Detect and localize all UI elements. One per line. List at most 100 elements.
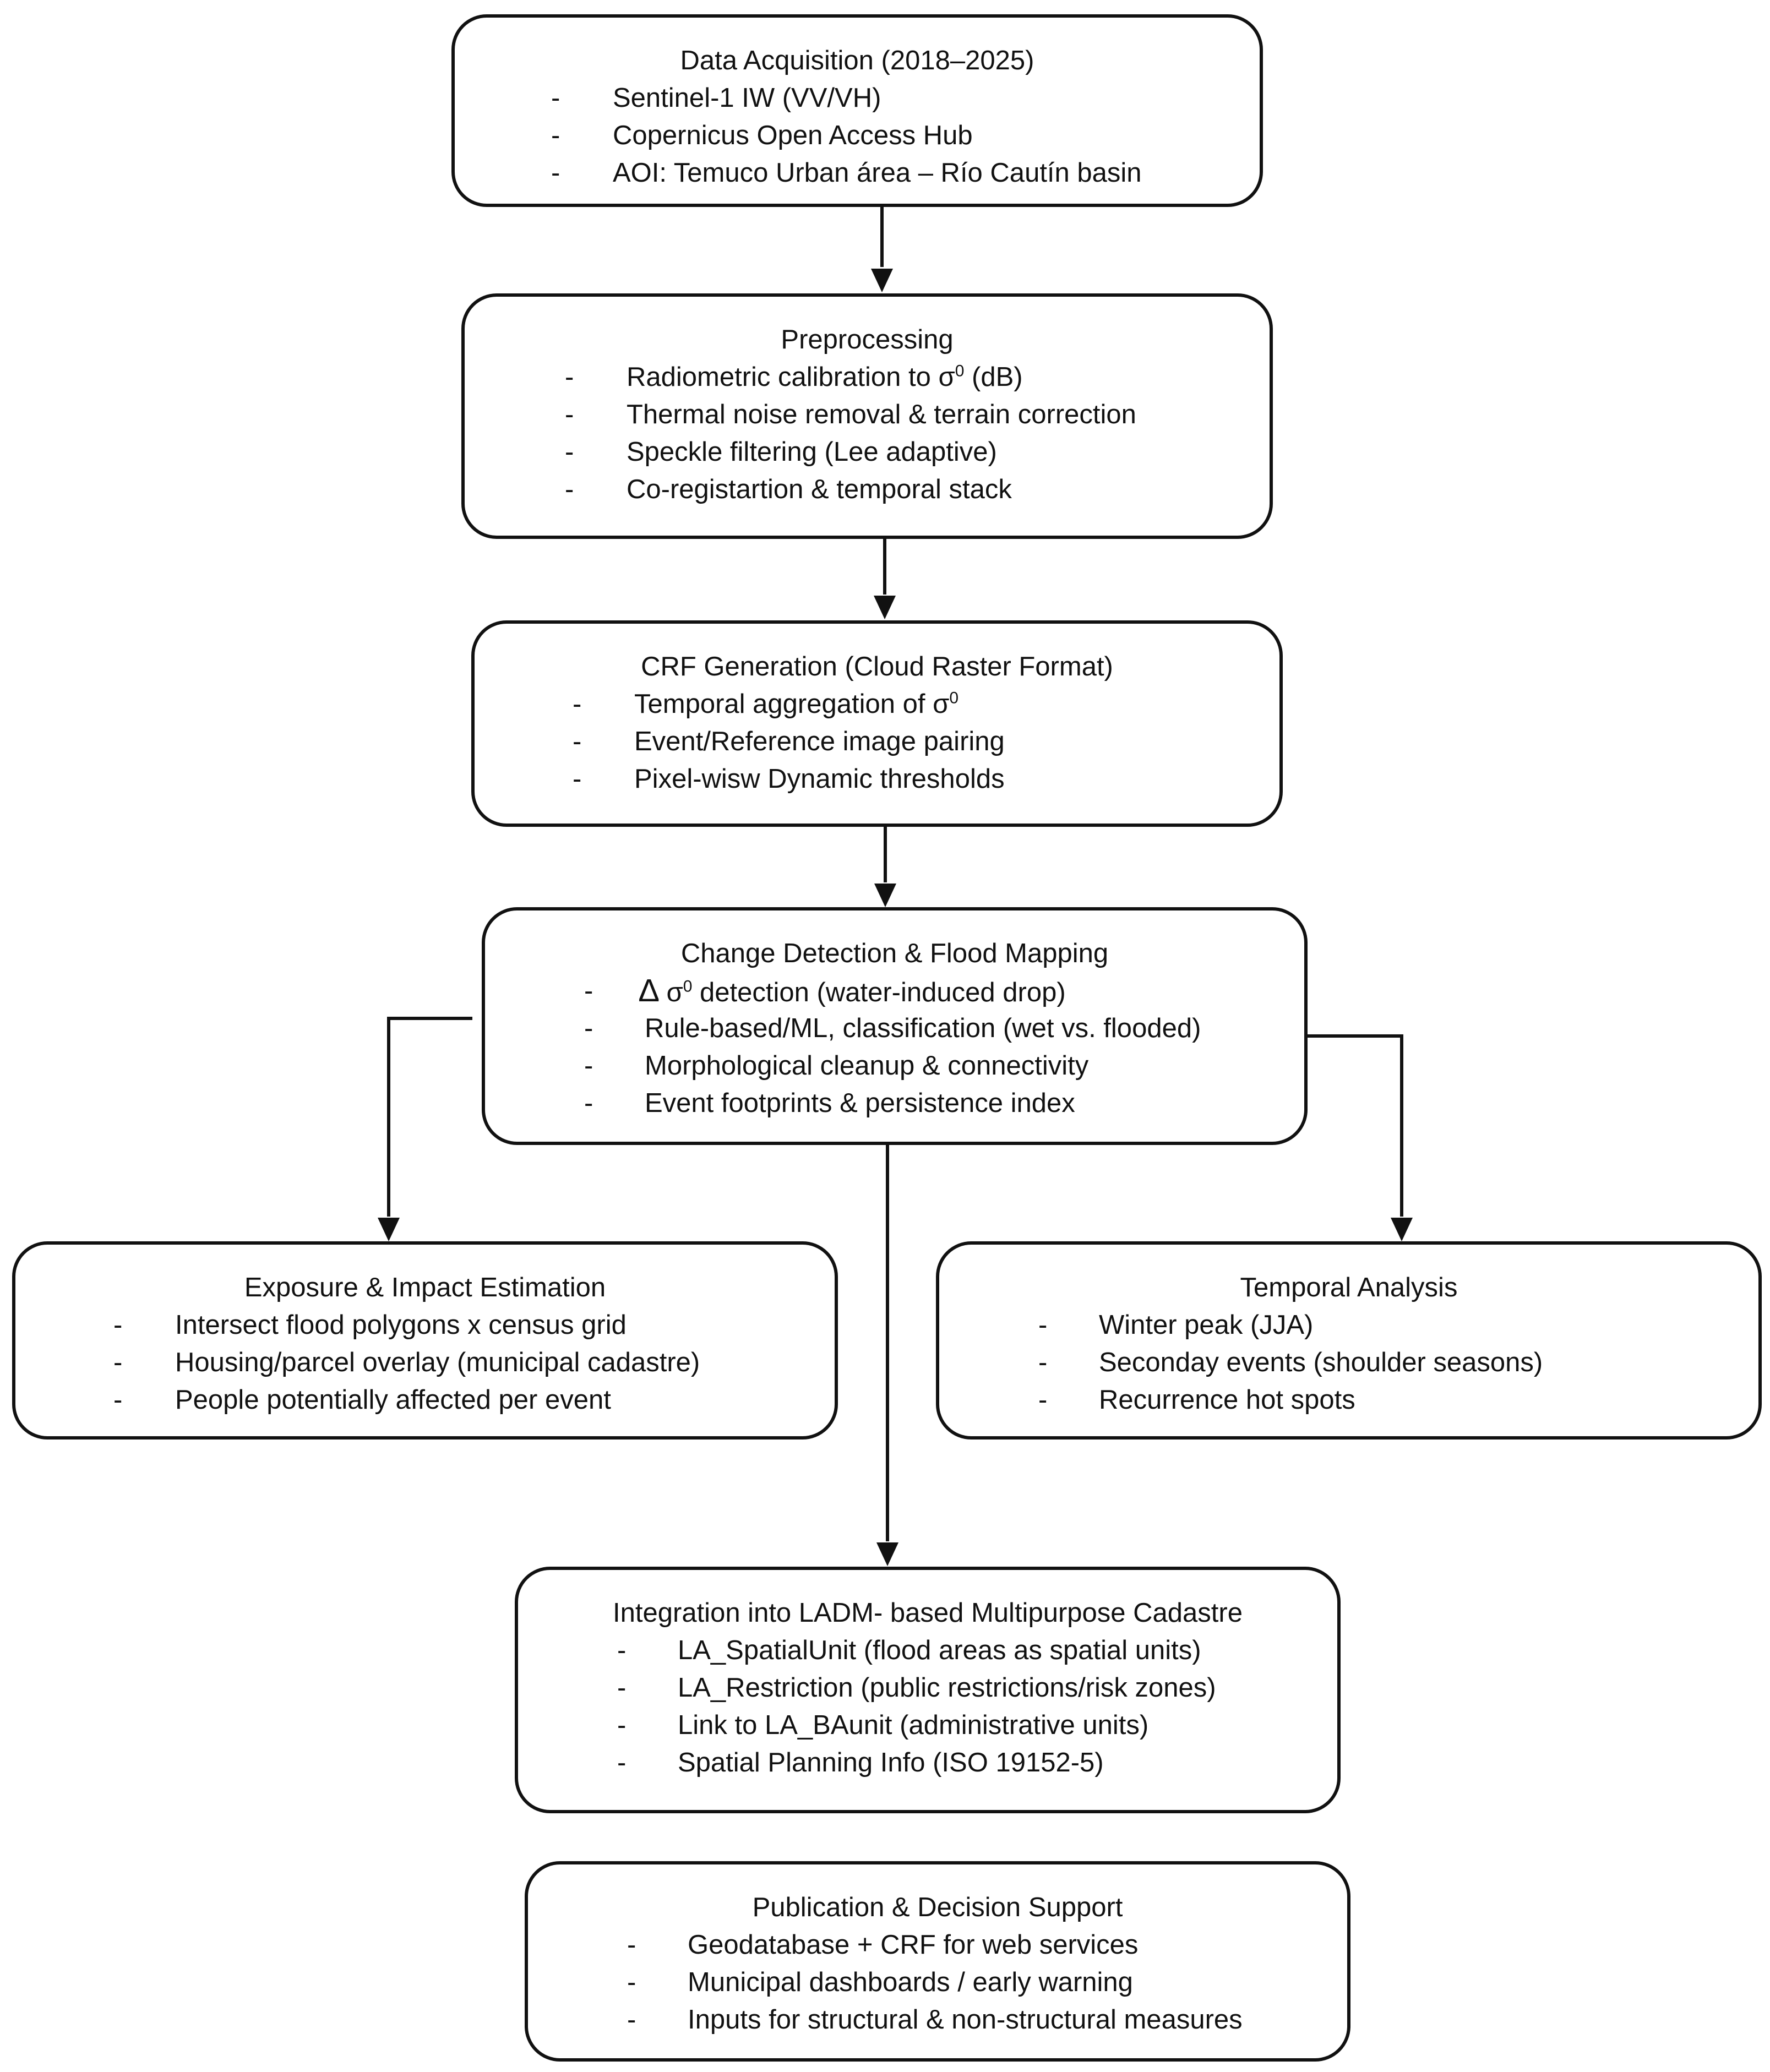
bullet-dash: - [627, 1930, 636, 1960]
list-item: - Co-registartion & temporal stack [465, 471, 1270, 508]
list-item: -Temporal aggregation of σ0 [475, 685, 1279, 723]
bullet-dash: - [573, 727, 582, 756]
arrowhead-acquisition-to-preprocessing [871, 269, 893, 292]
list-item: -Spatial Planning Info (ISO 19152-5) [518, 1744, 1337, 1781]
arrowhead-crf-to-change-detection [874, 884, 896, 907]
list-item-suffix: detection (water-induced drop) [692, 978, 1066, 1007]
list-item-text: Sentinel-1 IW (VV/VH) [613, 83, 881, 113]
temporal-analysis-box: Temporal Analysis - Winter peak (JJA) - Se… [936, 1241, 1762, 1440]
list-item: - Inputs for structural & non-structural … [528, 2001, 1347, 2038]
list-item-text: Housing/parcel overlay (municipal cadast… [175, 1348, 700, 1377]
list-item-text-group: Temporal aggregation of σ0 [634, 685, 958, 723]
publication-decision-list: - Geodatabase + CRF for web services - Mun… [528, 1926, 1347, 2038]
publication-decision-box: Publication & Decision Support - Geodatab… [525, 1861, 1350, 2062]
list-item: - Sentinel-1 IW (VV/VH) [455, 79, 1260, 117]
list-item-text-group: Radiometric calibration to σ0 (dB) [627, 358, 1023, 396]
delta-icon: ∆ [639, 973, 659, 1008]
list-item-suffix: (dB) [964, 362, 1023, 392]
arrowhead-change-detection-to-temporal [1391, 1218, 1413, 1241]
list-item: - LA_SpatialUnit (flood areas as spatial … [518, 1632, 1337, 1669]
list-item-text: Co-registartion & temporal stack [627, 475, 1012, 504]
temporal-analysis-list: - Winter peak (JJA) - Seconday events (sho… [939, 1306, 1758, 1419]
bullet-dash: - [617, 1748, 627, 1777]
bullet-dash: - [1038, 1310, 1048, 1340]
list-item: - Housing/parcel overlay (municipal cadas… [15, 1344, 835, 1381]
list-item-text: Inputs for structural & non-structural m… [688, 2005, 1243, 2035]
arrow-change-detection-to-exposure [387, 1017, 472, 1217]
bullet-dash: - [551, 158, 560, 188]
list-item-text: Morphological cleanup & connectivity [645, 1051, 1089, 1081]
list-item-text: Temporal aggregation of σ [634, 689, 950, 719]
list-item: - Municipal dashboards / early warning [528, 1964, 1347, 2001]
bullet-dash: - [617, 1710, 627, 1740]
list-item: -Rule-based/ML, classification (wet vs. … [485, 1010, 1304, 1047]
list-item: - Winter peak (JJA) [939, 1306, 1758, 1344]
list-item-text: Municipal dashboards / early warning [688, 1967, 1133, 1997]
exposure-impact-box: Exposure & Impact Estimation - Intersect … [12, 1241, 838, 1440]
list-item-text: People potentially affected per event [175, 1385, 611, 1415]
list-item: -Copernicus Open Access Hub [455, 117, 1260, 154]
bullet-dash: - [627, 1967, 636, 1997]
crf-generation-title: CRF Generation (Cloud Raster Format) [641, 652, 1113, 681]
list-item: -Event/Reference image pairing [475, 723, 1279, 760]
list-item-text: Pixel-wisw Dynamic thresholds [634, 764, 1005, 794]
bullet-dash: - [565, 400, 574, 429]
bullet-dash: - [113, 1348, 123, 1377]
list-item-text-group: ∆σ0 detection (water-induced drop) [639, 972, 1066, 1011]
arrow-change-detection-to-temporal [1308, 1034, 1403, 1217]
list-item-text: Seconday events (shoulder seasons) [1099, 1348, 1543, 1377]
preprocessing-list: - Radiometric calibration to σ0 (dB) -The… [465, 358, 1270, 508]
list-item-text: Link to LA_BAunit (administrative units) [678, 1710, 1149, 1740]
change-detection-title: Change Detection & Flood Mapping [680, 939, 1109, 968]
list-item: - Speckle filtering (Lee adaptive) [465, 433, 1270, 471]
list-item-text: Recurrence hot spots [1099, 1385, 1355, 1415]
exposure-impact-title: Exposure & Impact Estimation [244, 1273, 606, 1302]
list-item: - Geodatabase + CRF for web services [528, 1926, 1347, 1964]
list-item: -Thermal noise removal & terrain correct… [465, 396, 1270, 433]
bullet-dash: - [584, 976, 593, 1006]
list-item-text: Winter peak (JJA) [1099, 1310, 1314, 1340]
bullet-dash: - [573, 764, 582, 794]
bullet-dash: - [617, 1635, 627, 1665]
data-acquisition-title: Data Acquisition (2018–2025) [680, 46, 1034, 75]
data-acquisition-box: Data Acquisition (2018–2025) - Sentinel-1… [451, 14, 1263, 207]
list-item-text: Geodatabase + CRF for web services [688, 1930, 1139, 1960]
bullet-dash: - [565, 437, 574, 467]
list-item-text: Speckle filtering (Lee adaptive) [627, 437, 997, 467]
list-item: - Event footprints & persistence index [485, 1084, 1304, 1122]
bullet-dash: - [551, 83, 560, 113]
list-item-text: LA_SpatialUnit (flood areas as spatial u… [678, 1635, 1201, 1665]
change-detection-box: Change Detection & Flood Mapping - ∆σ0 de… [482, 907, 1308, 1145]
list-item: -AOI: Temuco Urban área – Río Cautín bas… [455, 154, 1260, 192]
preprocessing-title: Preprocessing [781, 325, 954, 355]
list-item: - Seconday events (shoulder seasons) [939, 1344, 1758, 1381]
change-detection-list: -∆σ0 detection (water-induced drop) -Rul… [485, 972, 1304, 1122]
data-acquisition-list: - Sentinel-1 IW (VV/VH) -Copernicus Open … [455, 79, 1260, 192]
arrowhead-change-detection-to-exposure [378, 1218, 400, 1241]
arrowhead-preprocessing-to-crf [874, 596, 896, 619]
sigma-superscript: 0 [955, 362, 965, 380]
list-item-text: Event footprints & persistence index [645, 1088, 1075, 1118]
list-item: - People potentially affected per event [15, 1381, 835, 1419]
bullet-dash: - [584, 1088, 593, 1118]
exposure-impact-list: -Intersect flood polygons x census grid … [15, 1306, 835, 1419]
list-item: - Link to LA_BAunit (administrative units… [518, 1706, 1337, 1744]
bullet-dash: - [1038, 1348, 1048, 1377]
bullet-dash: - [1038, 1385, 1048, 1415]
bullet-dash: - [551, 121, 560, 150]
ladm-integration-list: - LA_SpatialUnit (flood areas as spatial … [518, 1632, 1337, 1781]
list-item: - Recurrence hot spots [939, 1381, 1758, 1419]
bullet-dash: - [113, 1385, 123, 1415]
bullet-dash: - [617, 1673, 627, 1703]
sigma-superscript: 0 [949, 689, 958, 707]
bullet-dash: - [565, 475, 574, 504]
publication-decision-title: Publication & Decision Support [752, 1893, 1123, 1922]
arrowhead-change-detection-to-ladm [876, 1542, 898, 1566]
temporal-analysis-title: Temporal Analysis [1240, 1273, 1458, 1302]
list-item-text: Rule-based/ML, classification (wet vs. f… [645, 1013, 1201, 1043]
bullet-dash: - [113, 1310, 123, 1340]
preprocessing-box: Preprocessing - Radiometric calibration t… [461, 293, 1273, 539]
list-item-text: Intersect flood polygons x census grid [175, 1310, 627, 1340]
bullet-dash: - [627, 2005, 636, 2035]
